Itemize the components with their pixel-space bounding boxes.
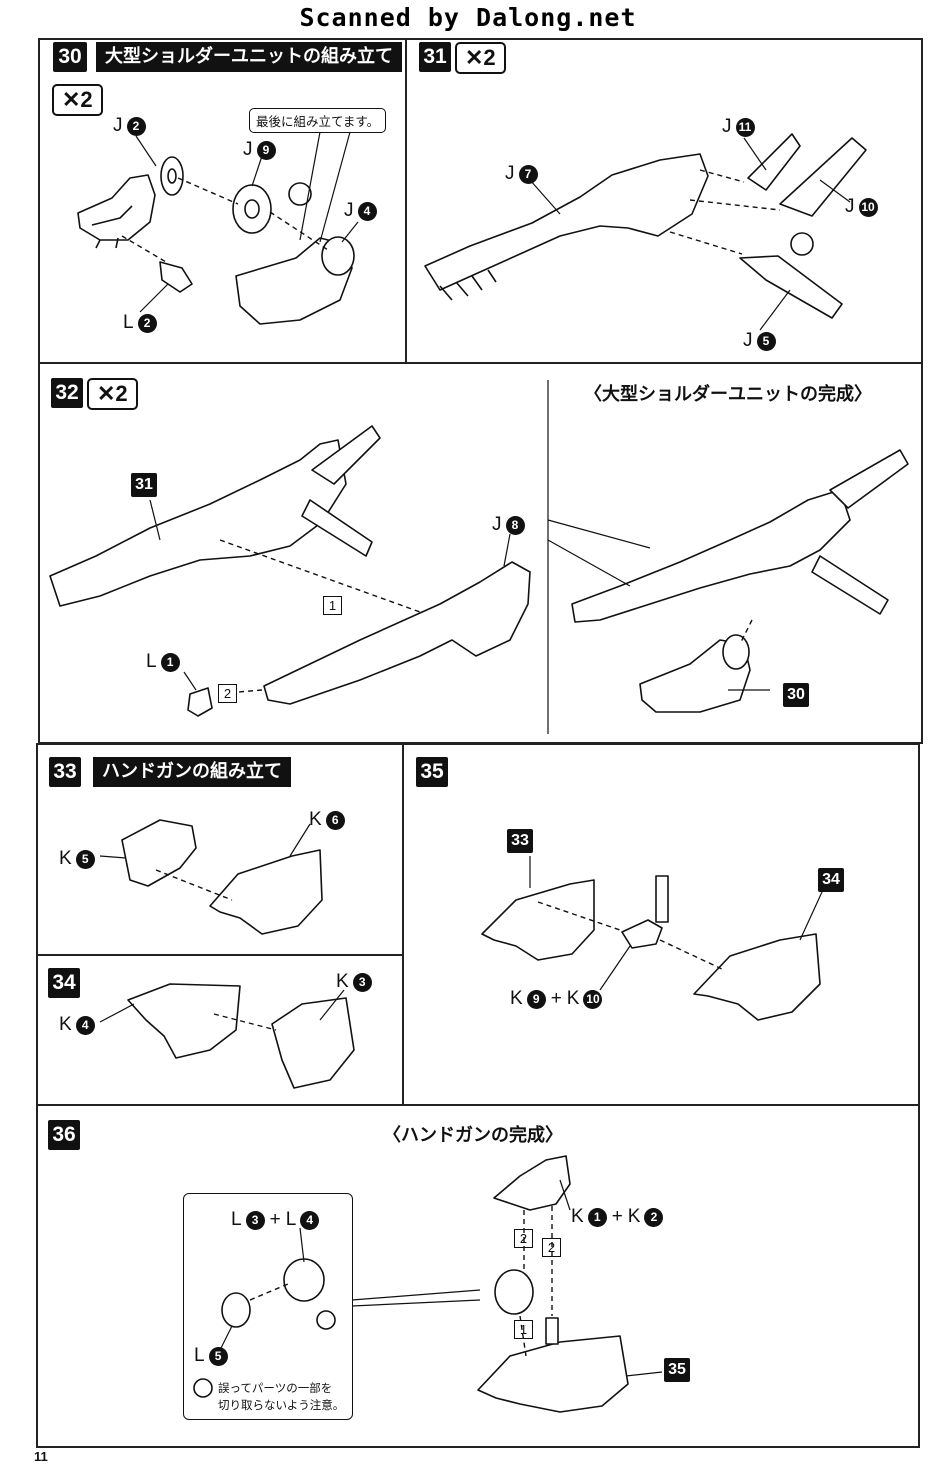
completed-shoulder-shell — [639, 639, 751, 713]
handgun-complete-heading: 〈ハンドガンの完成〉 — [383, 1125, 563, 1146]
ref-step-33: 33 — [507, 829, 533, 853]
blade-part-j5 — [739, 255, 843, 319]
long-arm-part-j7 — [424, 153, 709, 291]
step-32-multiplier: ✕2 — [87, 378, 138, 410]
step-33-number: 33 — [49, 757, 81, 787]
connector-post — [655, 875, 669, 923]
handgun-part-k5 — [121, 819, 197, 887]
assembly-35-in-step-36 — [477, 1335, 629, 1413]
order-marker-2: 2 — [218, 684, 237, 703]
step-32-number: 32 — [51, 378, 83, 408]
step-33-title: ハンドガンの組み立て — [93, 757, 291, 787]
ref-step-34: 34 — [818, 868, 844, 892]
page-number: 11 — [34, 1449, 48, 1464]
assembly-34-in-step-35 — [693, 933, 821, 1021]
detail-inset — [183, 1193, 353, 1420]
cap-part-l1 — [187, 687, 213, 717]
small-clip-part-l2 — [159, 261, 193, 293]
step-31-number: 31 — [419, 42, 451, 72]
ref-step-31: 31 — [131, 473, 157, 497]
assembly-33-in-step-35 — [481, 879, 595, 961]
shoulder-unit-complete-heading: 〈大型ショルダーユニットの完成〉 — [584, 384, 872, 405]
sleeve-part-j8 — [263, 561, 531, 705]
caution-text: 誤ってパーツの一部を 切り取らないよう注意。 — [218, 1381, 345, 1412]
step-31-multiplier: ✕2 — [455, 42, 506, 74]
order-marker-2b: 2 — [542, 1238, 561, 1257]
connector-part-k9-k10 — [621, 919, 663, 949]
handgun-part-k6 — [209, 849, 323, 935]
inset-part-l3-l4 — [283, 1258, 325, 1302]
ref-step-30: 30 — [783, 683, 809, 707]
step-34-number: 34 — [48, 968, 80, 998]
handgun-drum-part — [494, 1269, 534, 1315]
shoulder-bracket-part — [77, 174, 156, 249]
inset-part-l5 — [221, 1292, 251, 1328]
caution-legend-icon — [193, 1378, 213, 1398]
handgun-barrel-k1-k2 — [493, 1155, 571, 1211]
caution-mark-icon — [288, 182, 312, 206]
step-35-panel — [402, 743, 920, 1106]
step-30-title: 大型ショルダーユニットの組み立て — [96, 42, 402, 72]
handgun-part-k3 — [271, 997, 355, 1089]
cut-caution-icon — [316, 1310, 336, 1330]
claw-part-j10 — [779, 137, 867, 217]
order-marker-1: 1 — [323, 596, 342, 615]
scanned-watermark: Scanned by Dalong.net — [299, 3, 637, 32]
caution-mark-icon-2 — [790, 232, 814, 256]
handgun-part-k4 — [127, 983, 241, 1059]
step-30-number: 30 — [53, 42, 87, 72]
step-36-number: 36 — [48, 1120, 80, 1150]
claw-part-j11 — [747, 133, 801, 191]
step-35-number: 35 — [416, 757, 448, 787]
step-30-note: 最後に組み立てます。 — [249, 108, 387, 133]
completed-shoulder-unit — [571, 489, 851, 623]
assembly-31-body — [49, 439, 347, 607]
ref-step-35: 35 — [664, 1358, 690, 1382]
step-30-multiplier: ✕2 — [52, 84, 103, 116]
